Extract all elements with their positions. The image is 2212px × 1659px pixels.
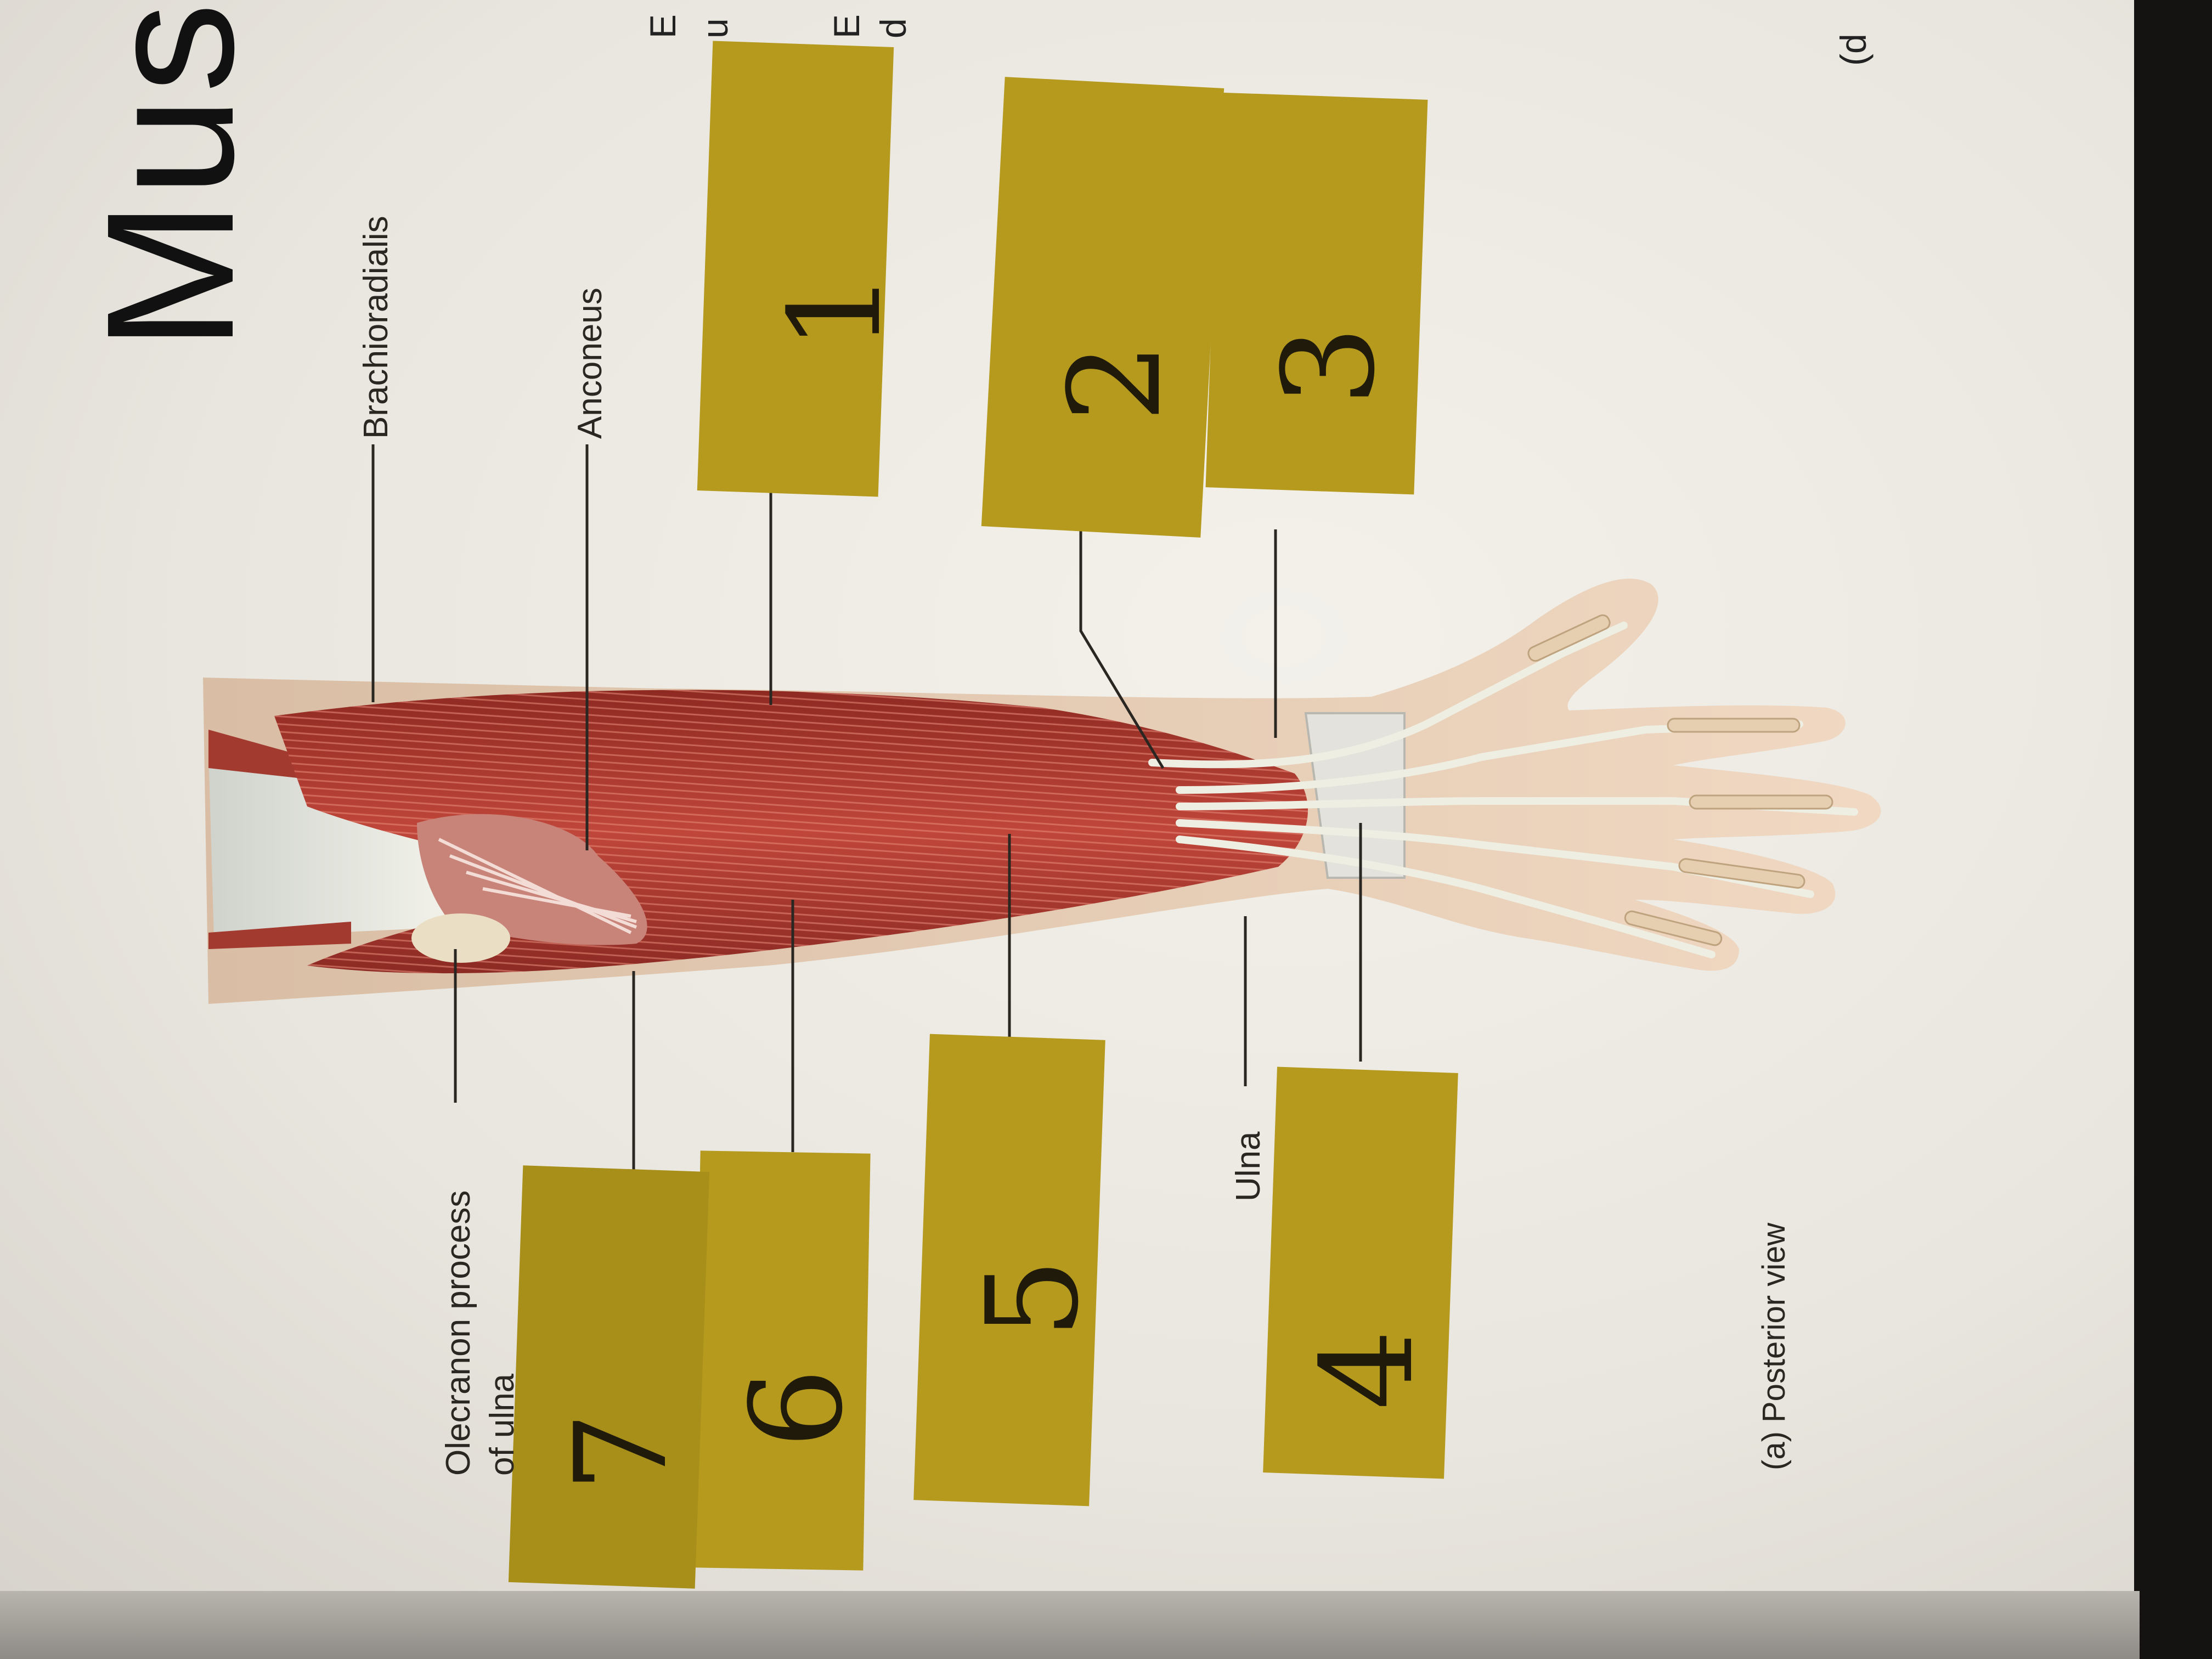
sticky-note-4: [1263, 1066, 1458, 1479]
label-brachioradialis: Brachioradialis: [357, 216, 395, 439]
monitor-bezel-right: [2134, 0, 2212, 1659]
sticky-note-7: [508, 1165, 710, 1589]
leader-lines: [371, 444, 1362, 1171]
label-anconeus: Anconeus: [571, 287, 609, 439]
sticky-note-number-3: 3: [1256, 322, 1403, 406]
olecranon-bone: [411, 913, 510, 963]
label-ulna: Ulna: [1229, 1131, 1267, 1201]
sticky-note-number-1: 1: [763, 267, 909, 351]
sticky-note-3: [1205, 92, 1428, 495]
sticky-note-number-5: 5: [960, 1255, 1107, 1339]
sticky-note-number-2: 2: [1042, 338, 1189, 422]
phalanges: [1527, 614, 1833, 946]
sticky-note-1: [697, 41, 894, 497]
extensor-tendons: [1148, 622, 1858, 958]
sticky-note-5: [913, 1034, 1105, 1506]
label-olecranon-line2: of ulna: [483, 1373, 521, 1476]
label-olecranon-line1: Olecranon process: [439, 1190, 477, 1476]
sticky-notes: [508, 41, 1458, 1589]
sticky-note-number-7: 7: [549, 1408, 695, 1492]
sticky-note-6: [693, 1150, 871, 1571]
monitor-bezel-bottom: [0, 1591, 2140, 1659]
sticky-note-number-6: 6: [724, 1364, 871, 1448]
sticky-note-number-4: 4: [1295, 1326, 1441, 1410]
sticky-note-2: [981, 77, 1224, 538]
line-2: [1079, 527, 1165, 769]
figure-caption: (a) Posterior view: [1756, 1222, 1792, 1470]
